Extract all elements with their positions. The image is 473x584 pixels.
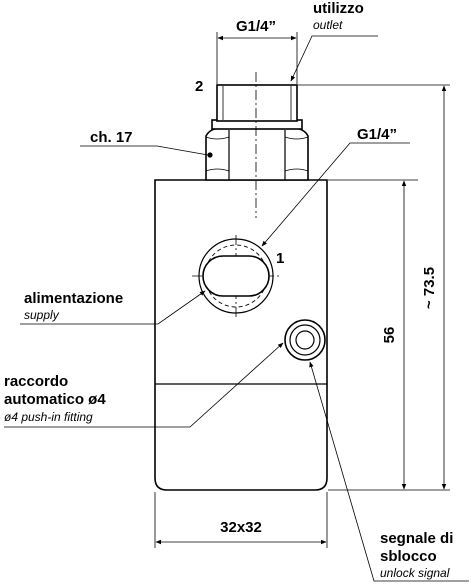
inlet-thread-leader — [261, 142, 410, 247]
valve-body — [154, 179, 328, 491]
hex-size-label: ch. 17 — [90, 129, 133, 146]
total-height-dim-label: ~ 73.5 — [421, 267, 438, 309]
push-in-fitting — [284, 319, 326, 361]
dim-outlet-thread — [216, 32, 298, 84]
supply-label-en: supply — [24, 308, 60, 322]
fitting-label-it-2: automatico ø4 — [4, 391, 106, 408]
outlet-label-en: outlet — [313, 18, 343, 32]
fitting-label-en: ø4 push-in fitting — [4, 410, 93, 424]
fitting-leader — [4, 342, 284, 428]
hex-size-leader — [80, 145, 209, 156]
signal-leader — [309, 361, 469, 582]
fitting-label-it-1: raccordo — [4, 373, 68, 390]
dim-total-height — [298, 84, 450, 490]
supply-leader — [20, 290, 206, 325]
outlet-label-it: utilizzo — [313, 0, 364, 17]
hex-leader-dot — [207, 152, 213, 158]
signal-label-en: unlock signal — [380, 566, 450, 580]
body-section-dim-label: 32x32 — [220, 519, 262, 536]
outlet-port-number: 2 — [195, 78, 203, 95]
signal-label-it-1: segnale di — [380, 530, 453, 547]
inlet-thread-label: G1/4” — [357, 126, 397, 143]
dim-body-section — [154, 492, 328, 548]
outlet-leader — [290, 35, 378, 82]
supply-label-it: alimentazione — [24, 290, 123, 307]
hex-nut — [205, 127, 309, 181]
dim-body-height — [328, 179, 450, 491]
outlet-thread-dim-label: G1/4” — [236, 18, 276, 35]
signal-label-it-2: sblocco — [380, 548, 437, 565]
body-height-dim-label: 56 — [381, 327, 398, 344]
inlet-port-number: 1 — [276, 250, 284, 267]
outlet-thread-stub — [211, 84, 303, 130]
inlet-port — [192, 235, 280, 318]
